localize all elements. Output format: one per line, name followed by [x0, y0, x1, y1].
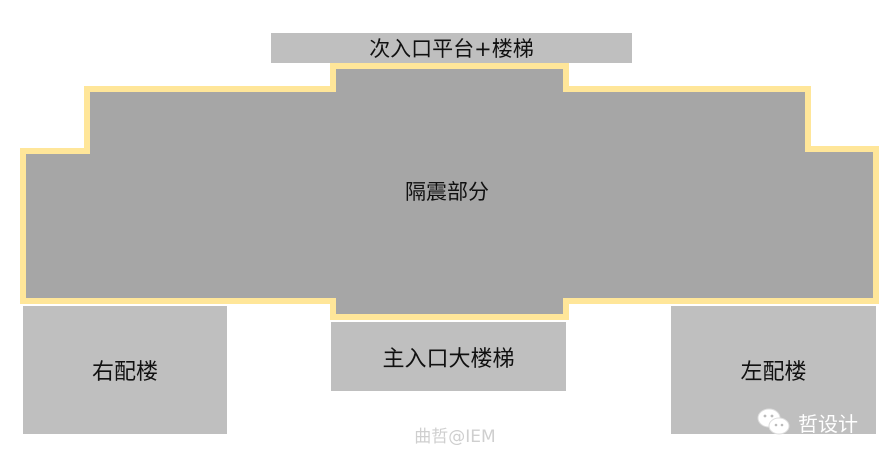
right-annex-box: 左配楼: [671, 306, 876, 434]
watermark: 哲设计: [756, 406, 858, 438]
wechat-icon: [756, 406, 792, 438]
main-entrance-stair-box: 主入口大楼梯: [331, 322, 566, 391]
secondary-entrance-platform-box: 次入口平台+楼梯: [271, 33, 632, 63]
watermark-text: 哲设计: [798, 411, 858, 436]
right-annex-label: 左配楼: [740, 360, 807, 385]
main-stair-label: 主入口大楼梯: [382, 346, 515, 372]
author-credit: 曲哲@IEM: [414, 427, 496, 447]
left-annex-label: 右配楼: [91, 360, 158, 385]
secondary-entrance-label: 次入口平台+楼梯: [369, 37, 534, 61]
left-annex-box: 右配楼: [23, 306, 227, 434]
isolation-zone-label: 隔震部分: [405, 180, 489, 204]
